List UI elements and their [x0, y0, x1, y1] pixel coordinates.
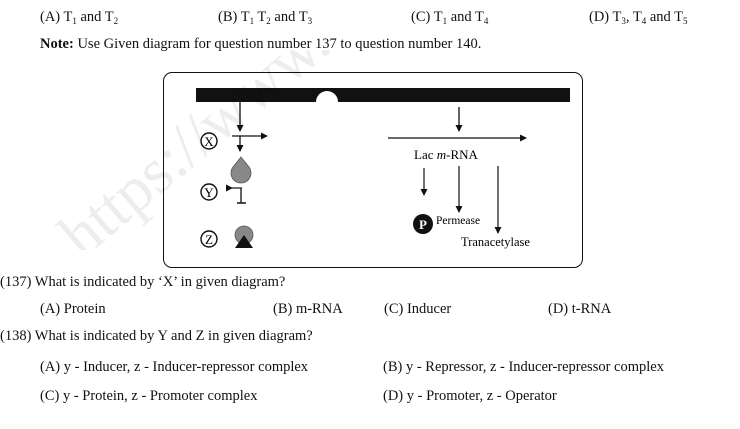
q137-question: (137) What is indicated by ‘X’ in given …	[0, 274, 286, 290]
repressor-icon	[231, 156, 252, 184]
dna-bar	[196, 88, 571, 103]
x-label: X	[205, 134, 215, 149]
q137-option-a: (A) Protein	[40, 301, 106, 317]
q137-option-d: (D) t-RNA	[548, 301, 612, 317]
p-circle-icon	[413, 214, 434, 235]
q137-option-b: (B) m-RNA	[273, 301, 343, 317]
lac-operon-diagram: X Y Z Lac m-RNA P Permease Tranacetylase	[163, 72, 583, 268]
transacetylase-label: Tranacetylase	[461, 235, 530, 249]
p-label: P	[419, 217, 427, 232]
inducer-triangle-icon	[235, 235, 254, 249]
option-b-prev: (B) T1 T2 and T3	[218, 9, 313, 26]
option-a-prev: (A) T1 and T2	[40, 9, 119, 26]
q137-option-c: (C) Inducer	[384, 301, 452, 317]
y-circle	[200, 183, 219, 202]
note-line: Note: Use Given diagram for question num…	[40, 36, 481, 53]
y-label: Y	[205, 185, 215, 200]
note-label: Note:	[40, 36, 74, 52]
diagram-canvas: X Y Z Lac m-RNA P Permease Tranacetylase	[196, 88, 571, 249]
z-label: Z	[205, 232, 213, 247]
q138-option-a: (A) y - Inducer, z - Inducer-repressor c…	[40, 359, 309, 375]
q138-option-d: (D) y - Promoter, z - Operator	[383, 388, 557, 404]
lac-mrna-label: Lac m-RNA	[414, 147, 479, 162]
option-c-prev: (C) T1 and T4	[411, 9, 489, 26]
dna-notch	[316, 91, 339, 103]
x-circle	[200, 132, 219, 151]
permease-label: Permease	[436, 215, 480, 227]
q138-question: (138) What is indicated by Y and Z in gi…	[0, 328, 313, 344]
q138-option-c: (C) y - Protein, z - Promoter complex	[40, 388, 258, 404]
note-text: Use Given diagram for question number 13…	[73, 36, 482, 52]
z-circle	[200, 230, 219, 249]
option-d-prev: (D) T3, T4 and T5	[589, 9, 688, 26]
q138-option-b: (B) y - Repressor, z - Inducer-repressor…	[383, 359, 664, 375]
